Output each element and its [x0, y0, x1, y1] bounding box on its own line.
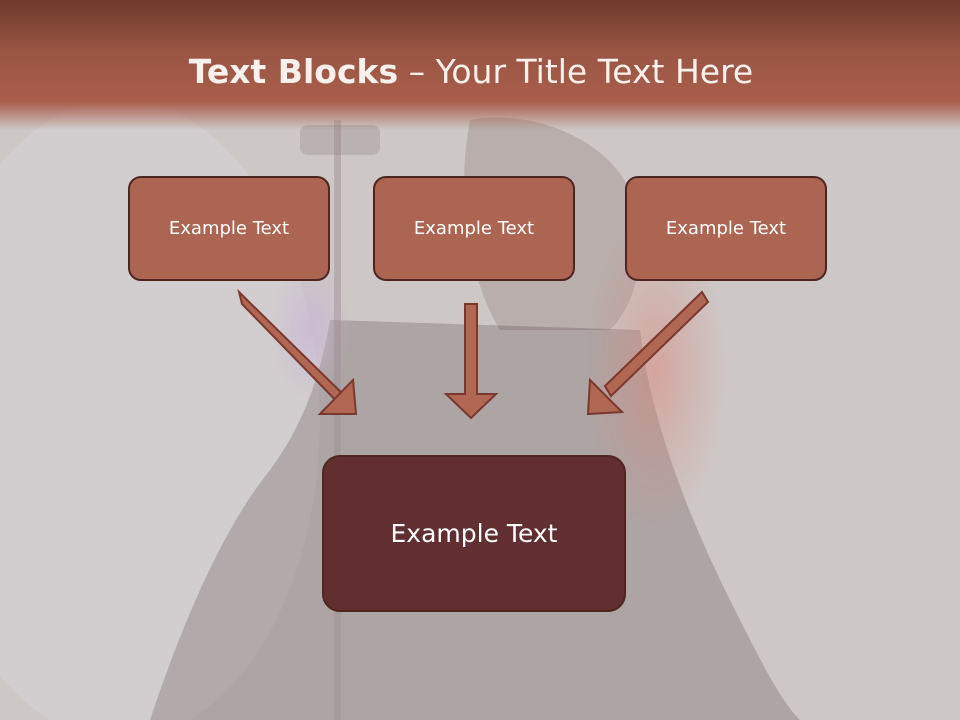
- title-separator: –: [398, 52, 436, 91]
- text-block-middle: Example Text: [373, 176, 575, 281]
- text-block-right: Example Text: [625, 176, 827, 281]
- text-block-left: Example Text: [128, 176, 330, 281]
- title-bar: [0, 0, 960, 130]
- arrow-diagonal-left-down: [603, 290, 710, 398]
- arrow-diagonal-right-down: [237, 288, 355, 414]
- arrow-down: [443, 303, 499, 420]
- title-rest-part: Your Title Text Here: [435, 52, 754, 91]
- arrow-right-head: [586, 377, 625, 416]
- slide-title: Text Blocks – Your Title Text Here: [0, 52, 942, 91]
- title-bold-part: Text Blocks: [188, 52, 399, 91]
- arrow-left-head: [317, 377, 358, 415]
- text-block-bottom: Example Text: [322, 455, 626, 612]
